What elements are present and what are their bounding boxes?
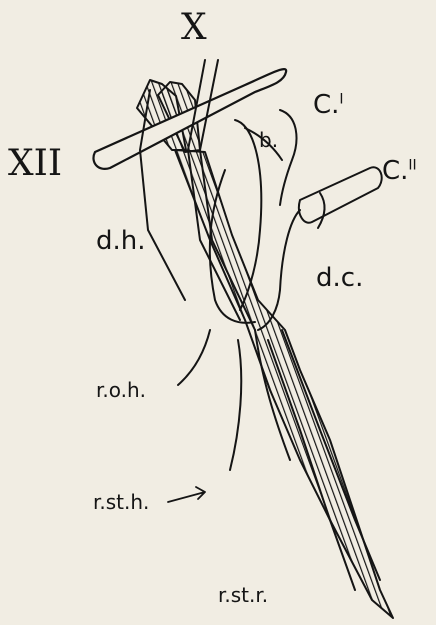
label-c2: C.II [382, 158, 417, 184]
label-nerve-x: X [181, 10, 207, 46]
label-c1: C.I [313, 92, 344, 118]
label-dh: d.h. [96, 228, 146, 254]
c1-loop [280, 110, 296, 205]
label-rsth: r.st.h. [93, 492, 149, 512]
ramus-sternohyoideus [230, 340, 241, 470]
arrow [168, 487, 205, 502]
ramus-sternothyroideus-1 [268, 340, 355, 590]
ramus-omohyoideus [178, 330, 210, 385]
label-rstr: r.st.r. [218, 585, 268, 605]
label-roh: r.o.h. [96, 380, 146, 400]
label-b: b. [259, 130, 278, 150]
label-dc: d.c. [316, 265, 363, 291]
c2-stub [299, 167, 382, 222]
label-nerve-xii: XII [8, 146, 62, 182]
